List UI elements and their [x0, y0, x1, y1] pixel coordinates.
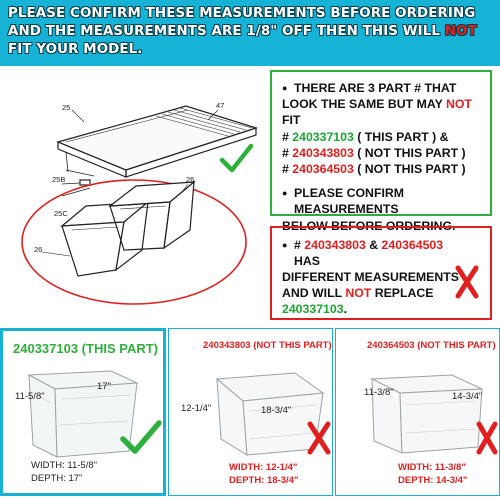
dimensions-summary: WIDTH: 12-1/4" DEPTH: 18-3/4" — [229, 461, 298, 487]
info-text-5c: ( NOT THIS PART ) — [353, 162, 466, 177]
warning-line-4: 240337103. — [282, 301, 484, 317]
info-text-6: PLEASE CONFIRM MEASUREMENTS — [294, 186, 404, 217]
banner-not-text: NOT — [444, 24, 477, 39]
banner-line-2: AND THE MEASUREMENTS ARE 1/8" OFF THEN T… — [8, 23, 494, 41]
crisper-photo — [352, 361, 492, 459]
parts-diagram: 25 47 25B 26 25C 26 — [6, 80, 262, 308]
width-line: WIDTH: 12-1/4" — [229, 462, 298, 473]
width-line: WIDTH: 11-5/8" — [31, 460, 98, 471]
info-line-4: # 240343803 ( NOT THIS PART ) — [282, 145, 484, 161]
warning-text-1a: # — [294, 238, 305, 252]
depth-callout: 14-3/4" — [452, 391, 483, 402]
highlight-ellipse — [21, 179, 247, 305]
label-26-bottom: 26 — [34, 245, 42, 254]
panel-title: 240343803 (NOT THIS PART) — [203, 340, 332, 351]
label-25: 25 — [62, 103, 70, 112]
warning-text-3c: REPLACE — [371, 286, 434, 300]
info-box: THERE ARE 3 PART # THAT LOOK THE SAME BU… — [270, 70, 492, 233]
info-line-5: # 240364503 ( NOT THIS PART ) — [282, 161, 484, 177]
info-line-3: # 240337103 ( THIS PART ) & — [282, 129, 484, 145]
info-line-2: LOOK THE SAME BUT MAY NOT FIT — [282, 96, 484, 128]
info-text-4a: # — [282, 145, 293, 160]
info-text-2c: FIT — [282, 113, 301, 128]
info-text-3c: ( THIS PART ) & — [353, 129, 449, 144]
dimensions-summary: WIDTH: 11-5/8" DEPTH: 17" — [31, 459, 97, 485]
panel-title: 240337103 (THIS PART) — [13, 341, 158, 356]
x-icon — [307, 421, 331, 455]
info-part-not-1: 240343803 — [292, 145, 354, 160]
panel-not-this-part-1: 240343803 (NOT THIS PART) 12-1/4" 18-3/4… — [168, 328, 333, 496]
crisper-photo — [11, 365, 141, 463]
top-banner: PLEASE CONFIRM THESE MEASUREMENTS BEFORE… — [0, 0, 500, 66]
depth-line: DEPTH: 14-3/4" — [398, 475, 468, 486]
warning-text-3a: AND WILL — [282, 286, 346, 300]
info-text-2b: NOT — [445, 97, 472, 112]
warning-text-1e: HAS — [294, 254, 320, 268]
panel-title: 240364503 (NOT THIS PART) — [367, 340, 496, 351]
info-line-1: THERE ARE 3 PART # THAT — [282, 80, 484, 96]
warning-line-1: # 240343803 & 240364503 HAS — [282, 237, 472, 269]
shelf-drawing — [56, 105, 258, 197]
width-callout: 11-5/8" — [15, 391, 45, 402]
depth-line: DEPTH: 17" — [31, 473, 83, 484]
info-line-6: PLEASE CONFIRM MEASUREMENTS — [282, 185, 484, 217]
width-callout: 12-1/4" — [181, 403, 212, 414]
warning-line-2: DIFFERENT MEASUREMENTS — [282, 270, 459, 284]
width-line: WIDTH: 11-3/8" — [398, 462, 466, 473]
info-part-this: 240337103 — [292, 129, 354, 144]
info-text-1: THERE ARE 3 PART # THAT — [294, 81, 457, 95]
label-26-top: 26 — [186, 175, 194, 184]
warning-line-3: AND WILL NOT REPLACE — [282, 285, 484, 301]
check-icon — [218, 140, 254, 176]
panel-this-part: 240337103 (THIS PART) 11-5/8" 17" WIDTH:… — [0, 328, 166, 496]
info-text-3a: # — [282, 129, 293, 144]
warning-text-1c: & — [365, 238, 382, 252]
check-icon — [119, 417, 163, 457]
info-part-not-2: 240364503 — [292, 162, 354, 177]
warning-not-text: NOT — [345, 286, 372, 300]
banner-line-2-text: AND THE MEASUREMENTS ARE 1/8" OFF THEN T… — [8, 24, 445, 39]
width-callout: 11-3/8" — [364, 387, 394, 398]
warning-part-1: 240343803 — [304, 238, 366, 252]
x-icon — [454, 264, 480, 300]
banner-line-1: PLEASE CONFIRM THESE MEASUREMENTS BEFORE… — [8, 6, 476, 21]
crisper-drawing — [60, 180, 196, 277]
info-text-4c: ( NOT THIS PART ) — [353, 145, 466, 160]
label-25b: 25B — [52, 175, 65, 184]
crisper-photo — [177, 359, 327, 459]
info-text-2a: LOOK THE SAME BUT MAY — [282, 97, 446, 112]
dimensions-summary: WIDTH: 11-3/8" DEPTH: 14-3/4" — [398, 461, 467, 487]
label-25c: 25C — [54, 209, 68, 218]
warning-box: # 240343803 & 240364503 HAS DIFFERENT ME… — [270, 226, 492, 320]
banner-line-3: FIT YOUR MODEL. — [8, 42, 143, 57]
depth-callout: 18-3/4" — [261, 405, 292, 416]
x-icon — [476, 421, 498, 455]
panel-not-this-part-2: 240364503 (NOT THIS PART) 11-3/8" 14-3/4… — [335, 328, 500, 496]
warning-text-4b: . — [343, 302, 347, 316]
info-text-5a: # — [282, 162, 293, 177]
info-line-7: BELOW BEFORE ORDERING. — [282, 218, 456, 233]
depth-callout: 17" — [97, 381, 111, 392]
depth-line: DEPTH: 18-3/4" — [229, 475, 299, 486]
warning-part-this: 240337103 — [282, 302, 344, 316]
warning-part-2: 240364503 — [381, 238, 444, 252]
label-47: 47 — [216, 101, 224, 110]
